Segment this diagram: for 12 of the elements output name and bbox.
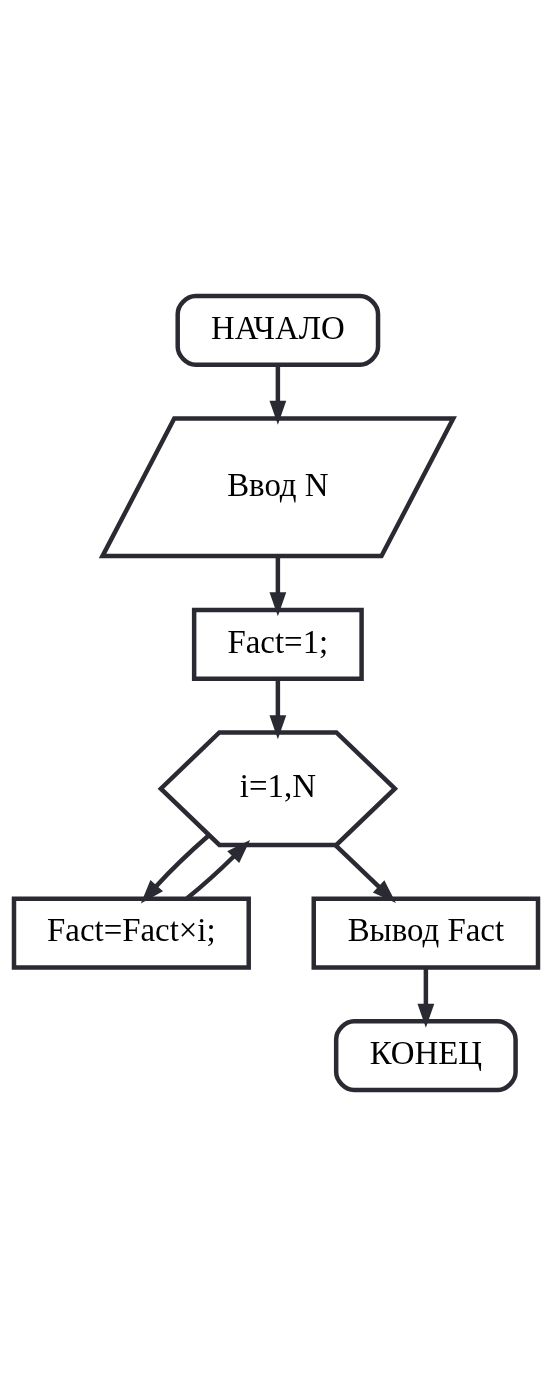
arrow [417,967,435,1028]
node-box: Вывод Fact [311,896,541,970]
node-box: Fact=Fact×i; [11,896,251,970]
arrow [269,679,287,740]
node-box: Fact=1; [191,607,364,681]
node-box: КОНЕЦ [333,1019,518,1093]
arrow [333,843,396,903]
arrow [140,833,211,904]
arrow [185,840,251,900]
arrow [269,556,287,617]
arrow [269,364,287,425]
node-box: НАЧАЛО [175,293,381,367]
